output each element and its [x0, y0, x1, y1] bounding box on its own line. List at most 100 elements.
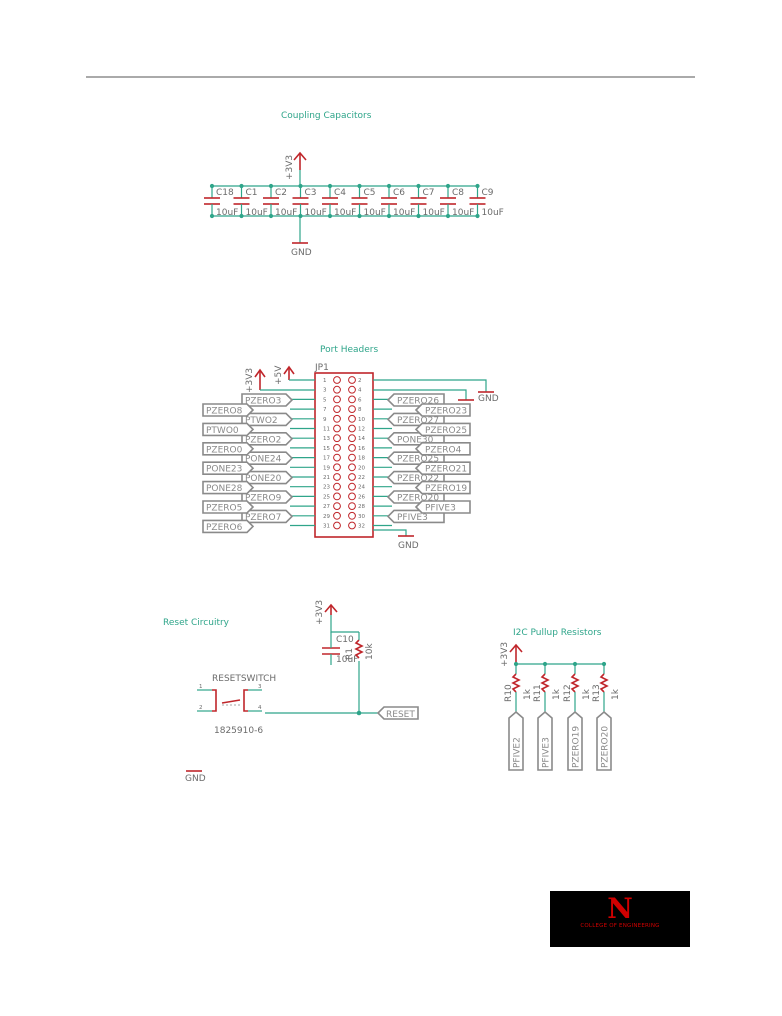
reset-res-value: 10k — [365, 643, 375, 660]
header-pin-12 — [348, 424, 356, 433]
header-pin-11 — [333, 424, 341, 433]
header-pin-29 — [333, 511, 341, 520]
capacitor-name: C6 — [393, 188, 405, 198]
capacitor-name: C9 — [482, 188, 494, 198]
port-right-outer-2: PZERO4 — [414, 442, 471, 456]
header-pin-18 — [348, 453, 356, 462]
capacitor-c6: C6 10uF — [381, 183, 415, 219]
header-pin-25 — [333, 492, 341, 501]
port-left-inner-1: PTWO2 — [241, 412, 294, 427]
capacitor-value: 10uF — [393, 208, 415, 218]
header-pin-27 — [333, 502, 341, 511]
cap-top-junction — [298, 183, 303, 189]
port-label: PZERO20 — [397, 494, 439, 504]
header-pin-1 — [333, 376, 341, 384]
port-label: PONE20 — [245, 474, 282, 484]
capacitor-value: 10uF — [246, 208, 268, 218]
cap-bottom-junction — [327, 213, 333, 219]
port-label: PZERO2 — [245, 435, 281, 445]
capacitor-value: 10uF — [305, 208, 327, 218]
cap-top-junction — [268, 183, 274, 189]
header-pin-26 — [348, 492, 356, 501]
port-label: PZERO22 — [397, 474, 439, 484]
header-pin-8 — [348, 405, 356, 414]
header-pin-number: 17 — [323, 456, 330, 462]
header-body — [314, 372, 374, 538]
coupling-power-symbol: +3V3 — [285, 151, 307, 180]
port-label: PZERO9 — [245, 494, 282, 504]
reset-gnd-symbol: GND — [185, 770, 206, 784]
pullup-value: 1k — [611, 688, 621, 700]
pullup-name: R13 — [592, 684, 602, 702]
port-left-outer-1: PTWO0 — [202, 422, 255, 437]
header-pin-15 — [333, 444, 341, 452]
header-pin-31 — [333, 521, 341, 530]
header-pin-21 — [333, 473, 341, 481]
pullup-net-label: PFIVE2 — [513, 737, 523, 768]
pullup-value: 1k — [523, 688, 533, 700]
reset-net-label: RESET — [386, 710, 415, 720]
header-pin-7 — [333, 405, 341, 414]
header-pin-number: 18 — [358, 456, 365, 462]
port-label: PZERO25 — [425, 426, 467, 436]
coupling-gnd-label: GND — [291, 248, 312, 258]
header-pin-30 — [348, 511, 356, 520]
port-label: PTWO2 — [245, 416, 278, 426]
reset-res-name: R1 — [345, 648, 355, 660]
capacitor-name: C2 — [275, 188, 287, 198]
capacitor-name: C3 — [305, 188, 317, 198]
header-pin-number: 3 — [323, 388, 327, 394]
port-left-outer-6: PZERO6 — [202, 519, 255, 534]
port-label: PZERO21 — [425, 465, 467, 475]
port-label: PZERO8 — [206, 407, 243, 417]
header-pin-number: 25 — [323, 494, 330, 500]
header-pin-32 — [348, 521, 356, 530]
header-pin-number: 7 — [323, 407, 327, 413]
reset-cap-value: 10uF — [336, 655, 358, 665]
header-gnd-label-1: GND — [478, 394, 499, 404]
port-label: PZERO4 — [425, 445, 462, 455]
cap-top-junction — [445, 183, 451, 189]
reset-3v3-label: +3V3 — [315, 600, 325, 625]
header-pin-number: 10 — [358, 417, 365, 423]
capacitor-value: 10uF — [216, 208, 238, 218]
port-label: PZERO25 — [397, 455, 439, 465]
header-pin-number: 31 — [323, 524, 330, 530]
port-left-inner-5: PZERO9 — [241, 490, 294, 504]
pullup-net-label: PFIVE3 — [542, 737, 552, 768]
header-pin-number: 20 — [358, 465, 365, 471]
port-right-outer-4: PZERO19 — [414, 480, 471, 495]
header-pin-number: 24 — [358, 485, 365, 491]
capacitor-name: C5 — [364, 188, 376, 198]
coupling-section-title: Coupling Capacitors — [281, 111, 372, 121]
port-label: PONE28 — [206, 484, 243, 494]
header-pin-23 — [333, 482, 341, 491]
cap-bottom-junction — [209, 213, 215, 219]
port-label: PZERO27 — [397, 416, 439, 426]
coupling-capacitor-group: C1810uFC110uFC210uFC310uFC410uFC510uFC61… — [204, 183, 504, 219]
capacitor-value: 10uF — [423, 208, 445, 218]
header-pin-number: 14 — [358, 436, 365, 442]
header-pin-17 — [333, 453, 341, 462]
header-pin-16 — [348, 444, 356, 452]
port-label: PONE24 — [245, 455, 282, 465]
reset-net-port: RESET — [376, 706, 419, 720]
capacitor-name: C1 — [246, 188, 258, 198]
header-pin-number: 16 — [358, 446, 365, 452]
header-pin-number: 5 — [323, 397, 327, 403]
capacitor-c3: C3 10uF — [292, 183, 327, 219]
port-right-outer-5: PFIVE3 — [414, 500, 471, 514]
port-label: PZERO23 — [425, 407, 467, 417]
capacitor-value: 10uF — [334, 208, 356, 218]
cap-bottom-junction — [475, 213, 480, 219]
port-left-outer-0: PZERO8 — [202, 403, 255, 417]
header-pin-number: 9 — [323, 417, 327, 423]
pullup-name: R11 — [533, 684, 543, 702]
header-pin-number: 4 — [358, 388, 362, 394]
